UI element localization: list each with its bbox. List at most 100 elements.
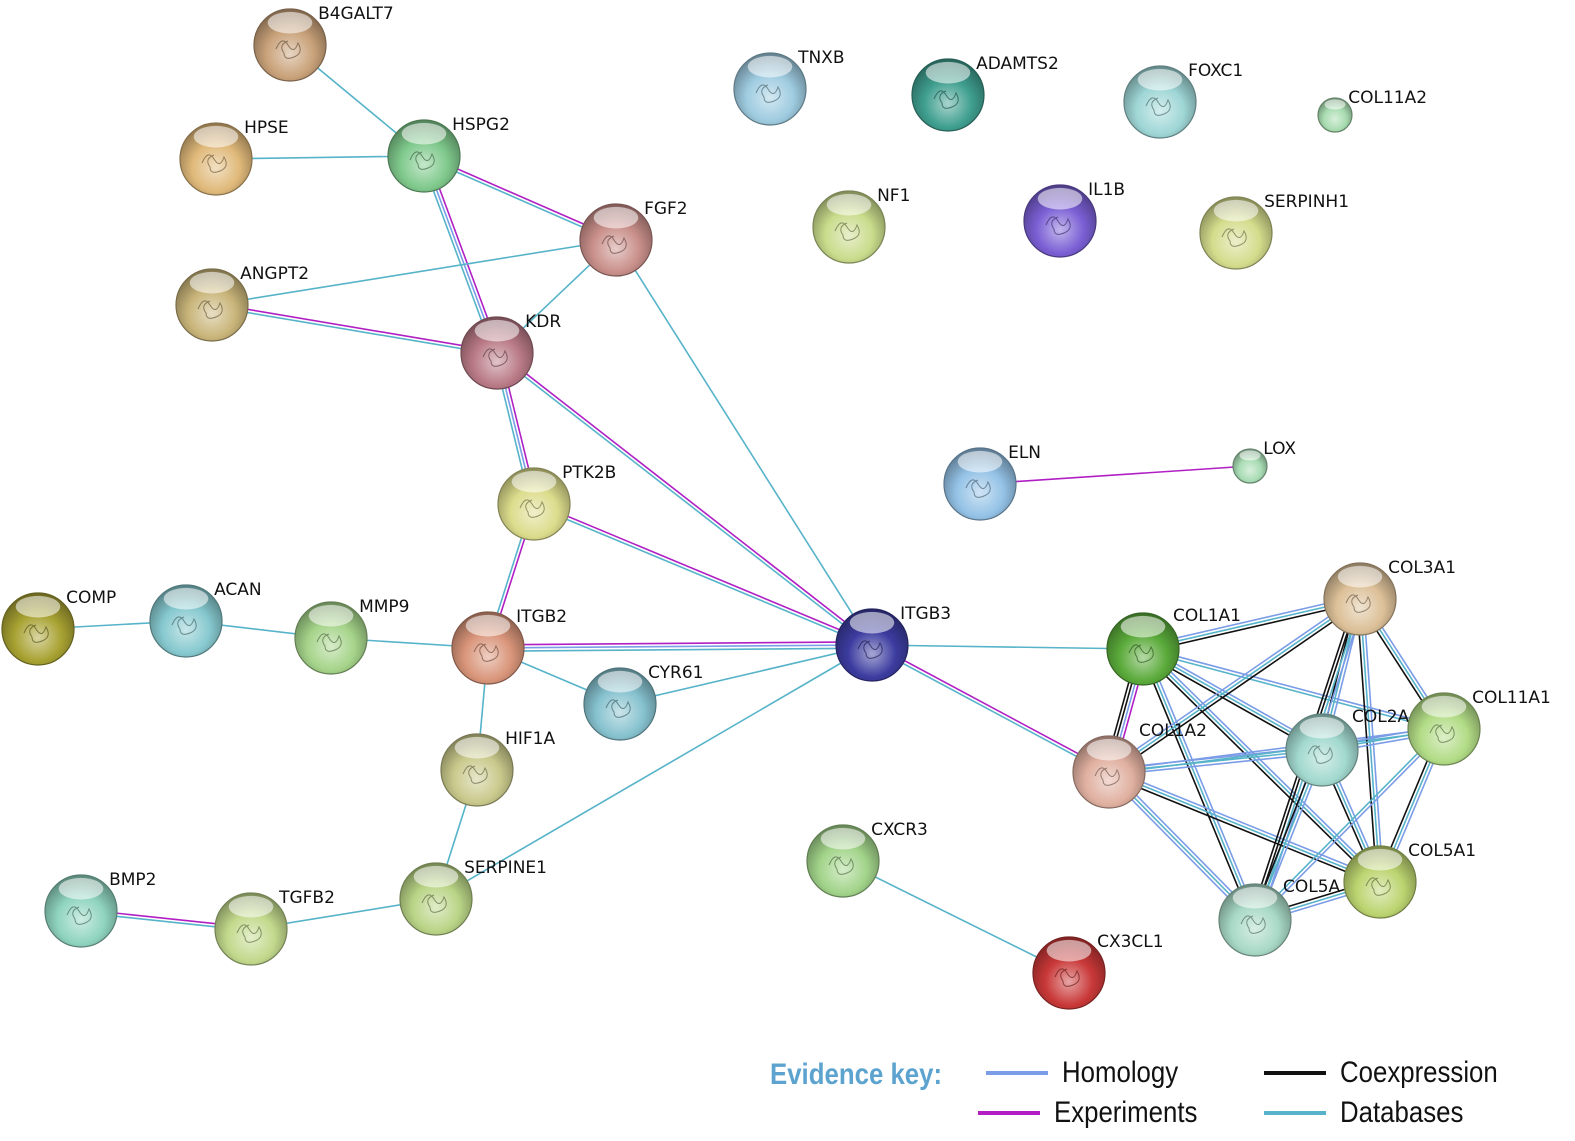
node-lox[interactable]: LOX bbox=[1232, 439, 1296, 484]
legend-databases: Databases bbox=[1264, 1096, 1483, 1130]
node-b4galt7[interactable]: B4GALT7 bbox=[253, 4, 394, 82]
node-hif1a[interactable]: HIF1A bbox=[440, 729, 555, 807]
node-kdr[interactable]: KDR bbox=[460, 312, 561, 390]
node-label: HSPG2 bbox=[452, 115, 510, 135]
protein-structure-icon bbox=[933, 90, 959, 109]
node-acan[interactable]: ACAN bbox=[149, 580, 262, 658]
legend-homology: Homology bbox=[986, 1056, 1197, 1090]
sphere-highlight bbox=[511, 470, 557, 493]
node-cxcr3[interactable]: CXCR3 bbox=[806, 820, 928, 898]
protein-structure-icon bbox=[1240, 915, 1266, 934]
legend-coexpression-label: Coexpression bbox=[1340, 1056, 1498, 1089]
edge-line-databases bbox=[1108, 771, 1381, 883]
sphere-highlight bbox=[1239, 450, 1261, 461]
protein-structure-icon bbox=[857, 640, 883, 659]
node-col3a1[interactable]: COL3A1 bbox=[1323, 558, 1456, 636]
edge-line-databases bbox=[533, 504, 872, 648]
sphere-highlight bbox=[747, 55, 793, 78]
edge-line-coexpression bbox=[1107, 774, 1380, 886]
node-label: SERPINE1 bbox=[464, 858, 547, 878]
node-itgb2[interactable]: ITGB2 bbox=[451, 607, 567, 685]
edge-fgf2-itgb3 bbox=[615, 239, 873, 646]
coexpression-swatch bbox=[1264, 1071, 1326, 1075]
node-label: IL1B bbox=[1088, 180, 1125, 200]
edge-serpine1-itgb3 bbox=[435, 644, 873, 900]
node-label: COL11A2 bbox=[1348, 88, 1427, 108]
edge-angpt2-fgf2 bbox=[211, 239, 617, 306]
protein-structure-icon bbox=[201, 154, 227, 173]
node-col5a2[interactable]: COL5A bbox=[1218, 877, 1341, 957]
node-ptk2b[interactable]: PTK2B bbox=[497, 463, 616, 541]
protein-structure-icon bbox=[1045, 216, 1071, 235]
protein-structure-icon bbox=[197, 300, 223, 319]
node-col2a1[interactable]: COL2A bbox=[1285, 707, 1410, 787]
sphere-highlight bbox=[1046, 939, 1092, 962]
sphere-highlight bbox=[465, 614, 511, 637]
edge-line-coexpression bbox=[1143, 601, 1361, 653]
edge-col1a1-col3a1 bbox=[1142, 595, 1361, 653]
node-foxc1[interactable]: FOXC1 bbox=[1123, 61, 1243, 139]
node-itgb3[interactable]: ITGB3 bbox=[835, 604, 951, 682]
node-serpinh1[interactable]: SERPINH1 bbox=[1199, 192, 1349, 270]
node-mmp9[interactable]: MMP9 bbox=[294, 597, 409, 675]
sphere-highlight bbox=[826, 193, 872, 216]
node-cyr61[interactable]: CYR61 bbox=[583, 663, 703, 741]
protein-structure-icon bbox=[1429, 724, 1455, 743]
edge-line-homology bbox=[1108, 726, 1444, 772]
node-col1a1[interactable]: COL1A1 bbox=[1106, 606, 1241, 686]
edge-line-homology bbox=[487, 644, 873, 649]
node-label: ADAMTS2 bbox=[976, 54, 1059, 74]
node-col11a1[interactable]: COL11A1 bbox=[1407, 688, 1551, 766]
evidence-key: Evidence key: Homology Experiments Coexp… bbox=[770, 1048, 1530, 1138]
sphere-highlight bbox=[1324, 99, 1346, 110]
node-fgf2[interactable]: FGF2 bbox=[579, 199, 688, 277]
node-nf1[interactable]: NF1 bbox=[812, 186, 910, 264]
edge-col1a1-col5a2 bbox=[1139, 647, 1259, 922]
node-col11a2[interactable]: COL11A2 bbox=[1317, 88, 1427, 133]
edge-itgb2-itgb3 bbox=[487, 641, 873, 652]
edge-line-coexpression bbox=[1110, 600, 1363, 776]
node-label: COL5A1 bbox=[1408, 841, 1476, 861]
edges-layer bbox=[37, 44, 1448, 974]
node-col1a2[interactable]: COL1A2 bbox=[1072, 721, 1207, 809]
node-cx3cl1[interactable]: CX3CL1 bbox=[1032, 932, 1164, 1010]
sphere-highlight bbox=[58, 877, 104, 900]
node-col5a1[interactable]: COL5A1 bbox=[1343, 841, 1476, 919]
edge-col1a2-col11a1 bbox=[1108, 726, 1445, 775]
node-tgfb2[interactable]: TGFB2 bbox=[214, 888, 335, 966]
node-label: ELN bbox=[1008, 443, 1041, 463]
protein-structure-icon bbox=[171, 616, 197, 635]
edge-line-databases bbox=[871, 644, 1144, 650]
node-serpine1[interactable]: SERPINE1 bbox=[399, 858, 547, 936]
edge-line-experiments bbox=[212, 302, 498, 353]
protein-structure-icon bbox=[421, 894, 447, 913]
node-angpt2[interactable]: ANGPT2 bbox=[175, 264, 309, 342]
edge-line-databases bbox=[619, 644, 873, 705]
protein-structure-icon bbox=[275, 40, 301, 59]
node-eln[interactable]: ELN bbox=[943, 443, 1041, 521]
node-label: COL1A2 bbox=[1139, 721, 1207, 741]
sphere-highlight bbox=[1357, 848, 1403, 871]
node-tnxb[interactable]: TNXB bbox=[733, 48, 845, 126]
sphere-highlight bbox=[401, 122, 447, 145]
node-adamts2[interactable]: ADAMTS2 bbox=[911, 54, 1059, 132]
node-label: CX3CL1 bbox=[1097, 932, 1164, 952]
node-label: SERPINH1 bbox=[1264, 192, 1349, 212]
homology-swatch bbox=[986, 1071, 1048, 1075]
protein-structure-icon bbox=[236, 924, 262, 943]
node-hspg2[interactable]: HSPG2 bbox=[387, 115, 510, 193]
node-comp[interactable]: COMP bbox=[1, 588, 116, 666]
node-label: CYR61 bbox=[648, 663, 703, 683]
edge-line-homology bbox=[1142, 595, 1360, 647]
sphere-highlight bbox=[849, 611, 895, 634]
node-label: ANGPT2 bbox=[240, 264, 309, 284]
edge-line-databases bbox=[495, 353, 872, 647]
edge-line-homology bbox=[1143, 646, 1445, 729]
legend-homology-label: Homology bbox=[1062, 1056, 1179, 1089]
databases-swatch bbox=[1264, 1111, 1326, 1115]
node-hpse[interactable]: HPSE bbox=[179, 118, 289, 196]
node-label: KDR bbox=[525, 312, 561, 332]
edge-line-homology bbox=[1109, 768, 1382, 880]
node-il1b[interactable]: IL1B bbox=[1023, 180, 1125, 258]
node-bmp2[interactable]: BMP2 bbox=[44, 870, 156, 948]
